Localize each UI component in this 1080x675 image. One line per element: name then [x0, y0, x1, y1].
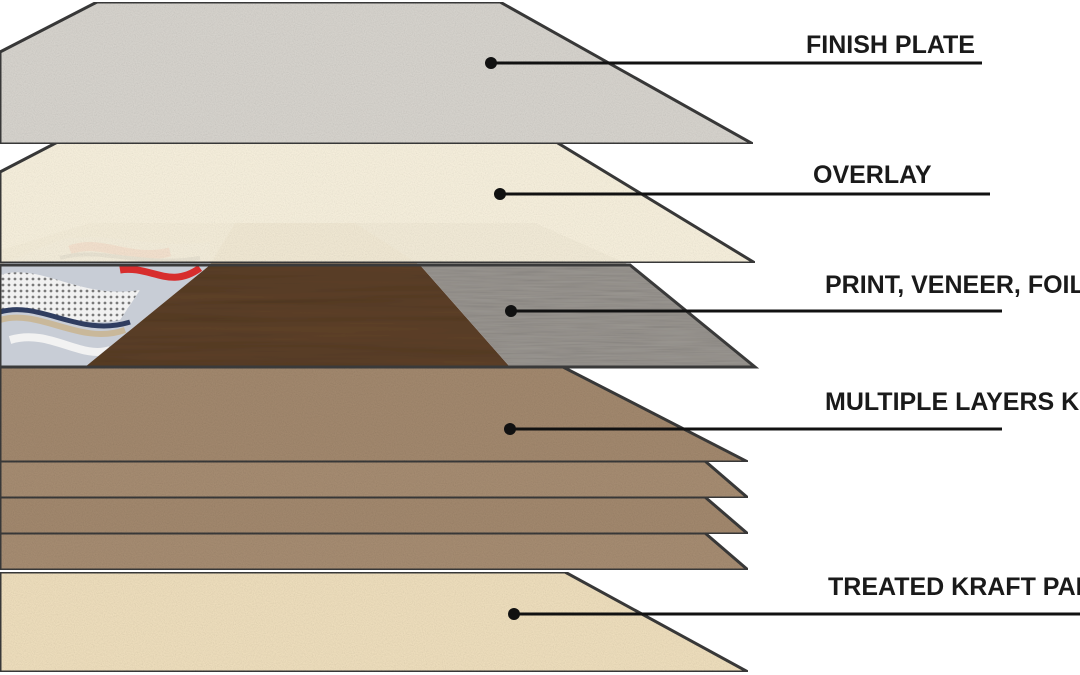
- kraft-sheet-1: [0, 365, 749, 464]
- label-treated-kraft: TREATED KRAFT PAPER: [828, 573, 1080, 601]
- leader-kraft-layers: [504, 423, 1002, 435]
- label-finish-plate: FINISH PLATE: [806, 31, 975, 59]
- leader-treated-kraft: [508, 608, 1080, 620]
- kraft-sheet-4: [0, 531, 753, 572]
- leader-finish-plate: [485, 57, 982, 69]
- label-overlay: OVERLAY: [813, 161, 932, 189]
- treated-kraft-sheet: [0, 570, 749, 674]
- kraft-sheet-3: [0, 495, 753, 536]
- finish-plate-sheet: [0, 0, 759, 146]
- label-print-veneer-foil: PRINT, VENEER, FOIL: [825, 271, 1080, 299]
- leader-print-veneer-foil: [505, 305, 1002, 317]
- leader-overlay: [494, 188, 990, 200]
- label-kraft-layers: MULTIPLE LAYERS KRAFT: [825, 388, 1080, 416]
- kraft-sheet-2: [0, 459, 753, 500]
